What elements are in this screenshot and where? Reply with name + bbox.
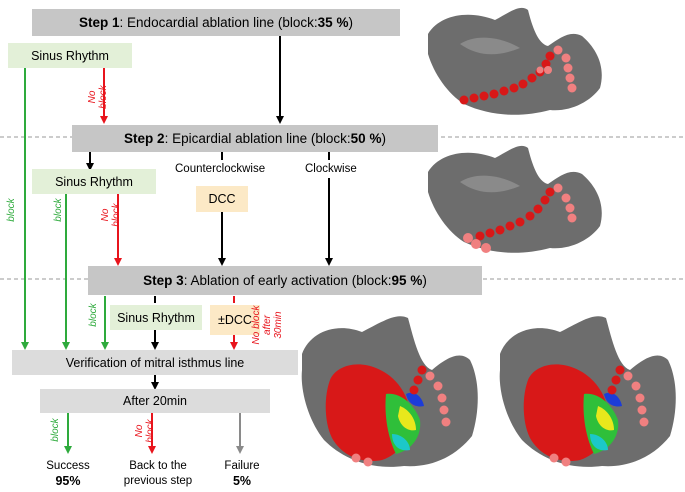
outcome-back: Back to the previous step [112, 459, 204, 489]
heart-image-step3-right [499, 316, 676, 467]
label-no-block-after-line1: No block [251, 305, 262, 345]
success-label: Success [46, 460, 90, 472]
sinus-rhythm-box-3: Sinus Rhythm [110, 305, 202, 330]
step2-value: 50 % [350, 131, 382, 146]
label-no-block-1-block: block [98, 85, 109, 109]
label-no-block-after-line3: 30min [273, 311, 284, 339]
step2-close: ) [381, 131, 386, 146]
label-no-block-3-block: block [145, 419, 156, 443]
sinus-rhythm-box-2: Sinus Rhythm [32, 169, 156, 194]
dcc-box: DCC [196, 186, 248, 212]
outcome-success: Success 95% [38, 459, 98, 489]
label-block-1: block [6, 198, 17, 222]
step1-value: 35 % [317, 15, 349, 30]
failure-value: 5% [232, 474, 252, 488]
verification-box: Verification of mitral isthmus line [12, 350, 298, 375]
back-line1: Back to the [129, 460, 187, 472]
label-no-block-2-block: block [111, 203, 122, 227]
heart-image-step3-left [301, 316, 478, 467]
step1-title: Step 1 [79, 15, 120, 30]
outcome-failure: Failure 5% [212, 459, 272, 489]
sinus-rhythm-box-1: Sinus Rhythm [8, 43, 132, 68]
step1-text: : Endocardial ablation line (block: [119, 15, 318, 30]
step3-text: : Ablation of early activation (block: [183, 273, 392, 288]
label-no-block-3-no: No [134, 424, 145, 438]
label-block-3: block [88, 303, 99, 327]
step1-box: Step 1: Endocardial ablation line (block… [32, 9, 400, 36]
label-block-2: block [53, 198, 64, 222]
after-20min-box: After 20min [40, 389, 270, 413]
heart-image-step2 [428, 145, 602, 253]
label-no-block-2-no: No [100, 208, 111, 222]
step3-title: Step 3 [143, 273, 184, 288]
step2-text: : Epicardial ablation line (block: [164, 131, 351, 146]
step2-box: Step 2: Epicardial ablation line (block:… [72, 125, 438, 152]
label-block-4: block [50, 418, 61, 442]
counterclockwise-label: Counterclockwise [175, 163, 266, 175]
label-no-block-after-line2: after [262, 315, 273, 336]
step3-close: ) [422, 273, 427, 288]
pm-dcc-box: ±DCC [210, 305, 260, 335]
label-no-block-1-no: No [87, 90, 98, 104]
back-line2: previous step [123, 475, 193, 487]
step3-box: Step 3: Ablation of early activation (bl… [88, 266, 482, 295]
step1-close: ) [348, 15, 353, 30]
step2-title: Step 2 [124, 131, 165, 146]
clockwise-label: Clockwise [305, 163, 357, 175]
success-value: 95% [55, 474, 81, 488]
step3-value: 95 % [391, 273, 423, 288]
failure-label: Failure [224, 460, 260, 472]
heart-image-step1 [428, 7, 602, 115]
